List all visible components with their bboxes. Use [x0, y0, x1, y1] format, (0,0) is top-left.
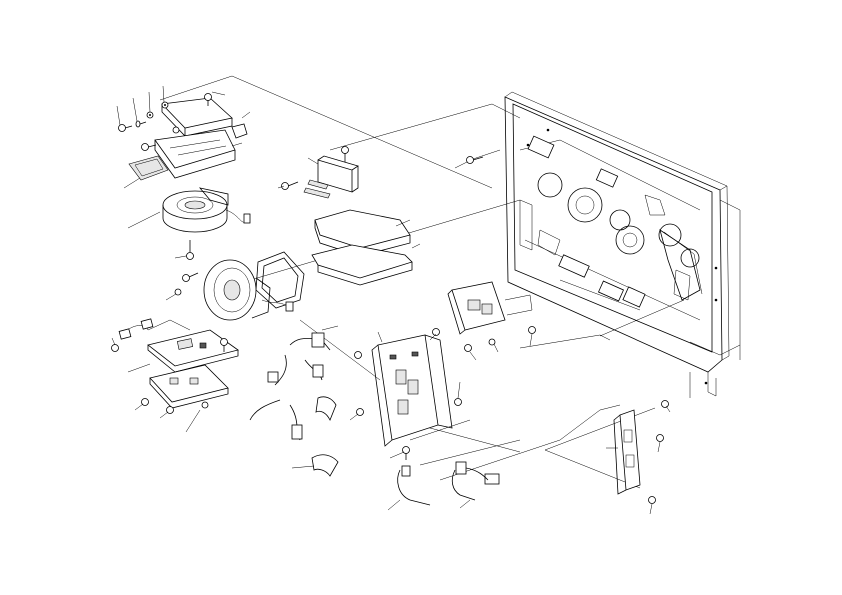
main-frame	[504, 91, 741, 397]
screw-icon	[402, 446, 410, 460]
nut-icon	[146, 111, 154, 119]
fan-assembly	[203, 251, 305, 321]
screw-icon	[118, 124, 133, 132]
pcb-left	[111, 318, 239, 414]
screw-icon	[464, 344, 472, 352]
screw-icon	[466, 156, 484, 164]
screw-icon	[141, 143, 157, 151]
exhaust-duct-assembly	[128, 97, 251, 233]
screw-icon	[220, 338, 228, 352]
screw-icon	[141, 398, 149, 406]
washer-icon	[135, 120, 147, 128]
nut-icon	[161, 101, 169, 109]
screw-icon	[166, 406, 174, 414]
nut-icon	[172, 126, 180, 134]
bottom-harness	[397, 461, 500, 506]
screw-icon	[648, 496, 656, 504]
screw-icon	[204, 93, 212, 106]
screw-icon	[201, 401, 209, 409]
screw-icon	[356, 408, 364, 416]
screw-icon	[111, 344, 119, 352]
screw-icon	[281, 181, 299, 190]
pcb-center	[354, 334, 462, 460]
screw-icon	[174, 288, 182, 296]
screw-icon	[341, 146, 349, 162]
callout-lines	[111, 85, 671, 515]
power-supply-unit	[432, 281, 536, 352]
screw-icon	[432, 328, 440, 336]
screws-top-left	[118, 93, 484, 296]
screw-icon	[354, 351, 362, 359]
screw-icon	[488, 338, 496, 346]
bracket-assembly	[303, 155, 413, 286]
wire-harness-center	[249, 332, 339, 477]
screw-icon	[454, 398, 462, 406]
screw-icon	[186, 240, 194, 260]
screw-icon	[528, 326, 536, 334]
screw-icon	[656, 434, 664, 442]
right-bracket	[613, 400, 669, 504]
screw-icon	[661, 400, 669, 408]
screw-icon	[182, 272, 199, 282]
